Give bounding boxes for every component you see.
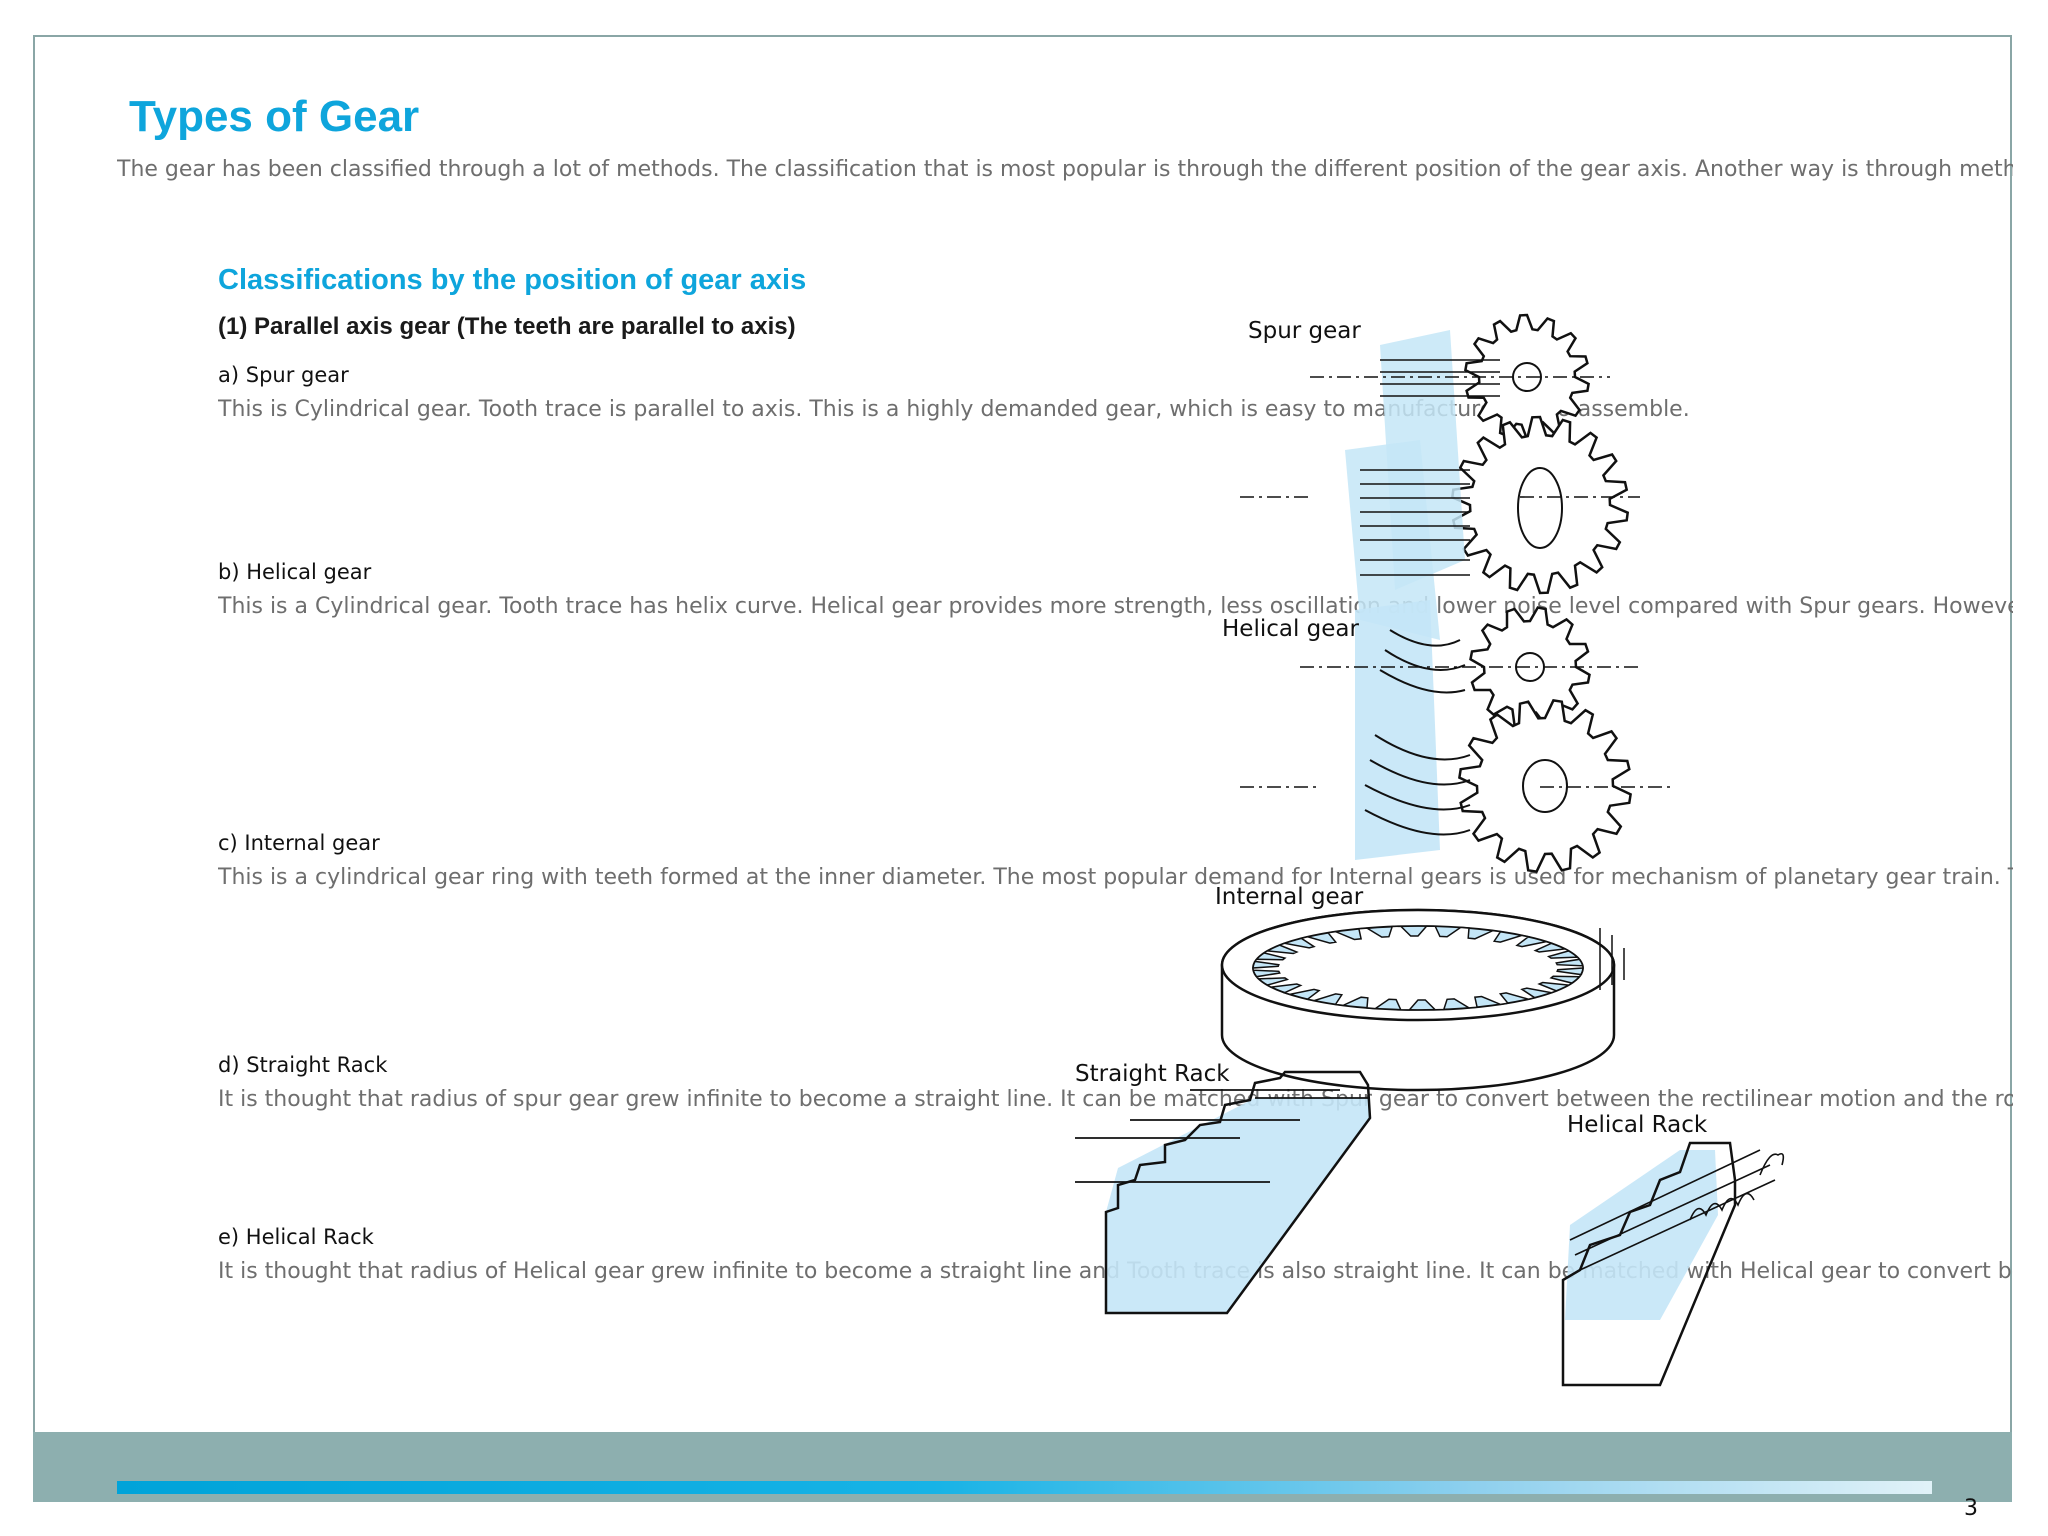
helical-gear-title: b) Helical gear	[218, 560, 372, 584]
intro-paragraph: The gear has been classified through a l…	[117, 157, 2013, 182]
helical-rack-title: e) Helical Rack	[218, 1225, 374, 1249]
helical-rack-label: Helical Rack	[1567, 1112, 1708, 1138]
helical-gear-description: This is a Cylindrical gear. Tooth trace …	[218, 594, 2013, 619]
helical-gear-label: Helical gear	[1222, 616, 1359, 642]
straight-rack-drawing	[1075, 1070, 1372, 1315]
straight-rack-title: d) Straight Rack	[218, 1053, 388, 1077]
spur-gear-title: a) Spur gear	[218, 363, 349, 387]
section-heading: Classifications by the position of gear …	[218, 264, 807, 296]
straight-rack-description: It is thought that radius of spur gear g…	[218, 1087, 2013, 1112]
page-title: Types of Gear	[129, 92, 420, 141]
internal-gear-description: This is a cylindrical gear ring with tee…	[218, 865, 2013, 890]
straight-rack-label: Straight Rack	[1075, 1061, 1230, 1087]
spur-gear-drawing	[1240, 313, 1640, 640]
spur-gear-label: Spur gear	[1248, 318, 1361, 344]
helical-gear-drawing	[1240, 600, 1675, 873]
internal-gear-drawing	[1220, 908, 1625, 1092]
section-subheading: (1) Parallel axis gear (The teeth are pa…	[218, 313, 796, 340]
helical-rack-drawing	[1561, 1141, 1785, 1387]
page-number: 3	[1964, 1496, 1978, 1521]
internal-gear-title: c) Internal gear	[218, 831, 380, 855]
internal-gear-label: Internal gear	[1215, 884, 1364, 910]
footer-accent-stripe	[117, 1481, 1932, 1494]
